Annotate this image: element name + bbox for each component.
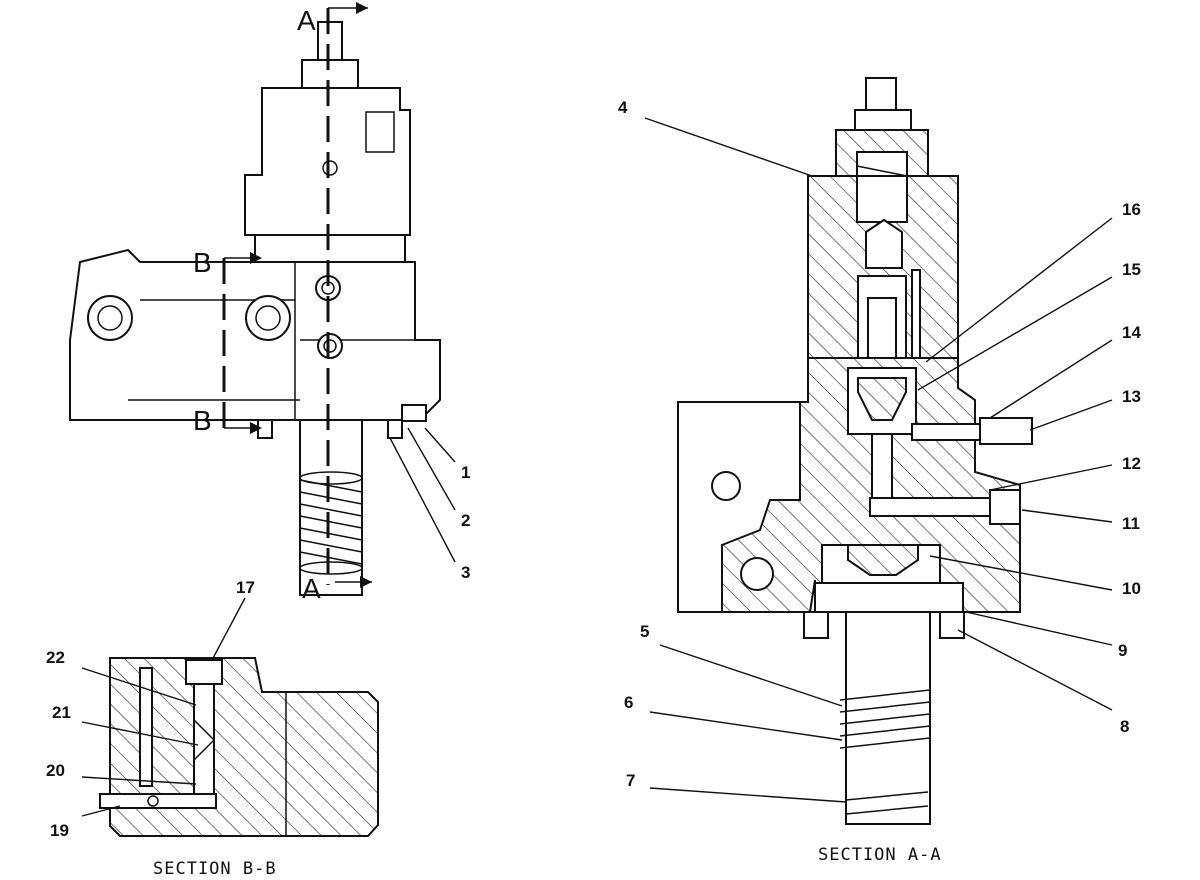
callout-21: 21 bbox=[52, 703, 71, 722]
section-mark-b-top: B bbox=[193, 247, 212, 278]
section-b-b-view: 17 22 21 20 19 SECTION B-B bbox=[46, 578, 379, 879]
callout-14: 14 bbox=[1122, 323, 1141, 342]
middle-band bbox=[254, 234, 406, 264]
callout-9: 9 bbox=[1118, 641, 1127, 660]
plug-13 bbox=[979, 417, 1033, 445]
callout-3: 3 bbox=[461, 563, 470, 582]
mounting-hole bbox=[245, 295, 291, 341]
callout-5: 5 bbox=[640, 622, 649, 641]
section-a-caption: SECTION A-A bbox=[818, 845, 942, 865]
callout-6: 6 bbox=[624, 693, 633, 712]
spring bbox=[299, 479, 363, 565]
section-a-a-view: 4 16 15 14 13 12 11 10 9 8 5 6 7 SECTION… bbox=[618, 77, 1141, 865]
callout-7: 7 bbox=[626, 771, 635, 790]
callout-11: 11 bbox=[1122, 514, 1140, 533]
callout-15: 15 bbox=[1122, 260, 1141, 279]
section-mark-b-bottom: B bbox=[193, 405, 212, 436]
spool bbox=[299, 419, 363, 596]
section-b-body bbox=[109, 657, 379, 837]
callout-1: 1 bbox=[461, 463, 470, 482]
callout-19: 19 bbox=[50, 821, 69, 840]
external-view: A A B B 1 2 3 bbox=[69, 2, 470, 604]
section-b-caption: SECTION B-B bbox=[153, 859, 277, 879]
callout-10: 10 bbox=[1122, 579, 1141, 598]
mounting-hole bbox=[87, 295, 133, 341]
callout-16: 16 bbox=[1122, 200, 1141, 219]
plug-11 bbox=[989, 489, 1021, 525]
lock-nut bbox=[301, 59, 359, 89]
callout-17: 17 bbox=[236, 578, 255, 597]
spring-lower bbox=[845, 791, 929, 815]
callout-8: 8 bbox=[1120, 717, 1129, 736]
side-port bbox=[677, 401, 801, 613]
adjusting-screw bbox=[317, 21, 343, 65]
callout-20: 20 bbox=[46, 761, 65, 780]
spring-outer bbox=[839, 689, 931, 749]
callout-13: 13 bbox=[1122, 387, 1141, 406]
section-mark-bottom: A bbox=[302, 573, 321, 604]
callout-2: 2 bbox=[461, 511, 470, 530]
callout-4: 4 bbox=[618, 98, 628, 117]
callout-22: 22 bbox=[46, 648, 65, 667]
section-mark-top: A bbox=[297, 5, 316, 36]
callout-12: 12 bbox=[1122, 454, 1141, 473]
